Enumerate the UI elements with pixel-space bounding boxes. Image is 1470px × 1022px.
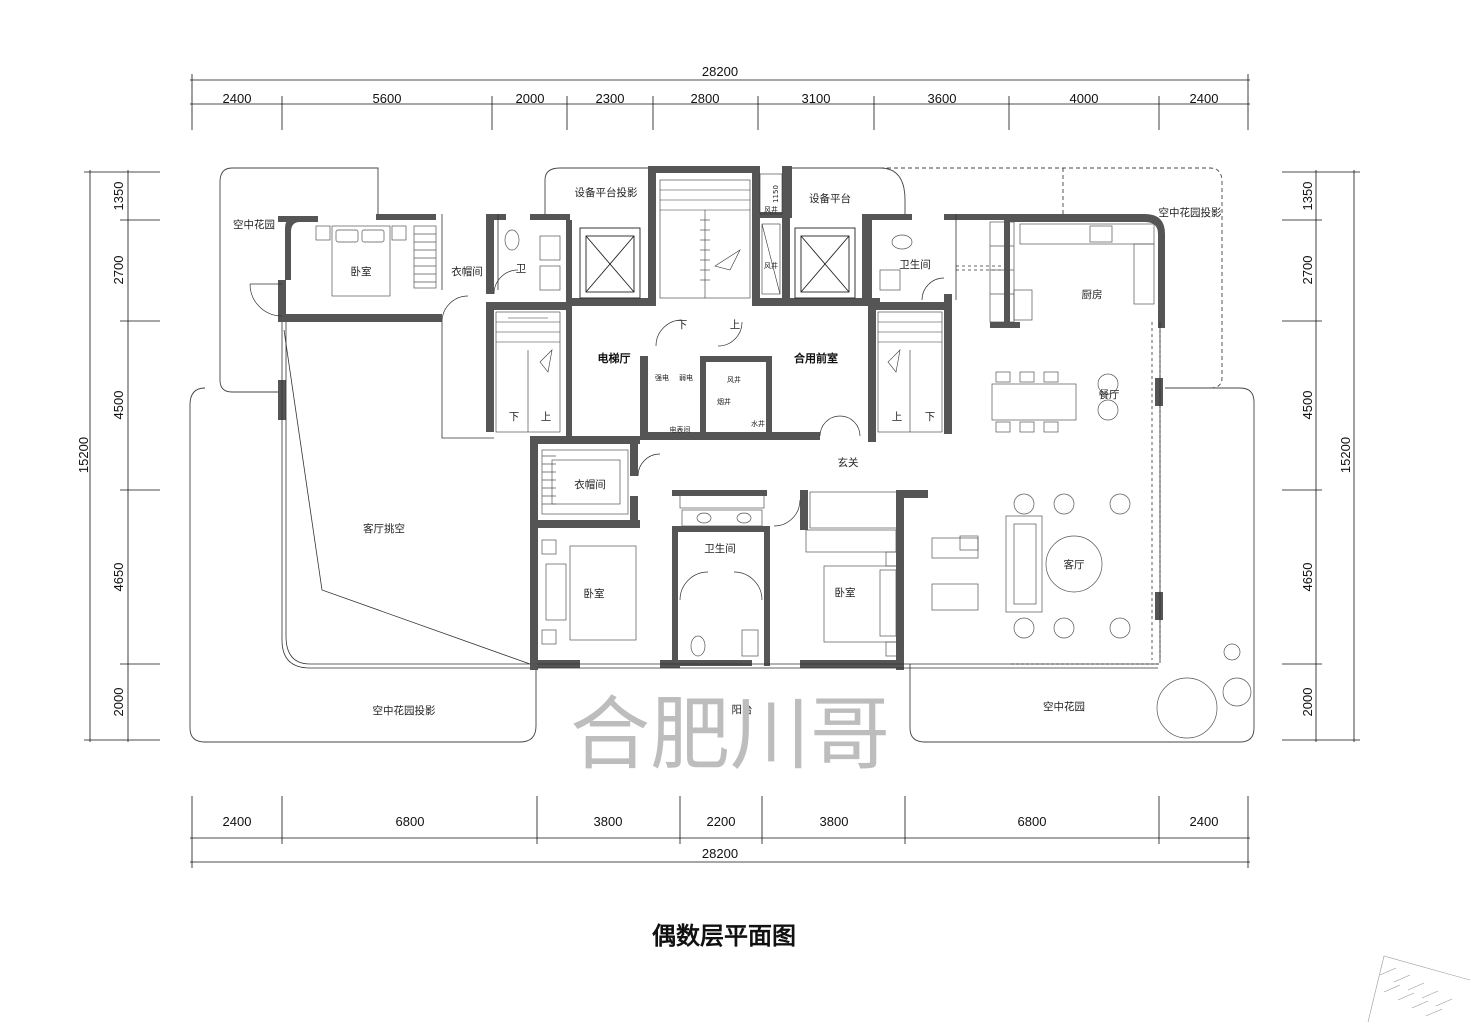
label-wc-s: 卫生间 [704, 542, 736, 555]
doors [249, 269, 945, 601]
label-water-shaft: 水井 [751, 419, 765, 428]
dim-bottom-1: 2400 [223, 814, 252, 829]
dimension-right [1282, 170, 1360, 742]
label-wc-ne: 卫生间 [899, 258, 931, 271]
label-smoke-shaft: 烟井 [717, 397, 731, 406]
label-elevator-hall: 电梯厅 [598, 351, 631, 365]
label-air-shaft-mid: 风井 [764, 261, 778, 270]
dim-bottom-2: 6800 [396, 814, 425, 829]
label-living-void: 客厅挑空 [363, 522, 405, 535]
label-strong-elec: 强电 [655, 373, 669, 382]
label-stair-down-r: 下 [925, 411, 936, 423]
label-sky-garden-nw: 空中花园 [233, 218, 275, 231]
dim-right-1: 1350 [1300, 182, 1315, 211]
watermark: 合肥川哥 [570, 688, 890, 781]
label-wc-n: 卫 [516, 263, 527, 275]
label-dining: 餐厅 [1099, 388, 1120, 401]
room-labels: 空中花园 卧室 衣帽间 卫 设备平台投影 设备平台 风井 风井 1150 空中花… [233, 185, 1222, 717]
dimension-top [190, 74, 1250, 130]
dim-bottom-7: 2400 [1190, 814, 1219, 829]
dim-top-9: 2400 [1190, 91, 1219, 106]
walls [278, 166, 1165, 670]
label-closet-s: 衣帽间 [574, 478, 606, 491]
label-weak-elec: 弱电 [679, 373, 693, 382]
dim-right-4: 4650 [1300, 563, 1315, 592]
label-shared-lobby: 合用前室 [794, 351, 838, 365]
furniture [315, 221, 1252, 739]
label-meter-room: 电表间 [670, 425, 691, 434]
elevator-left [579, 227, 641, 299]
label-stair-up-l: 上 [541, 411, 552, 423]
label-bedroom-sw: 卧室 [584, 587, 605, 600]
site-plan-thumbnail [1367, 955, 1470, 1022]
dim-top-1: 2400 [223, 91, 252, 106]
dimension-left [84, 170, 160, 742]
dim-right-3: 4500 [1300, 391, 1315, 420]
label-living: 客厅 [1064, 558, 1085, 571]
dim-bottom-total: 28200 [702, 846, 738, 861]
label-balcony: 阳台 [732, 703, 753, 716]
dim-right-2: 2700 [1300, 256, 1315, 285]
label-closet-n: 衣帽间 [451, 265, 483, 278]
dim-top-6: 3100 [802, 91, 831, 106]
label-sky-garden-proj-ne: 空中花园投影 [1159, 206, 1222, 219]
label-air-shaft-top: 风井 [764, 205, 778, 214]
label-core-down: 下 [677, 319, 688, 331]
dim-left-5: 2000 [111, 688, 126, 717]
dim-top-7: 3600 [928, 91, 957, 106]
stair-core [659, 179, 751, 299]
drawing-caption: 偶数层平面图 [652, 922, 796, 950]
dim-bottom-5: 3800 [820, 814, 849, 829]
label-equip: 设备平台 [809, 192, 851, 205]
outer-outlines [189, 167, 1255, 743]
dim-bottom-3: 3800 [594, 814, 623, 829]
label-sky-garden-se: 空中花园 [1043, 700, 1085, 713]
label-stair-up-r: 上 [892, 411, 903, 423]
elevator-right [794, 227, 856, 299]
dim-left-2: 2700 [111, 256, 126, 285]
dim-bottom-4: 2200 [707, 814, 736, 829]
dim-top-2: 5600 [373, 91, 402, 106]
dim-top-3: 2000 [516, 91, 545, 106]
label-entrance: 玄关 [838, 456, 859, 469]
dim-left-3: 4500 [111, 391, 126, 420]
dimension-bottom [190, 796, 1250, 868]
stair-right [877, 311, 943, 433]
label-bedroom-s: 卧室 [835, 586, 856, 599]
label-stair-down-l: 下 [509, 411, 520, 423]
label-bedroom-nw: 卧室 [351, 265, 372, 278]
dim-bottom-6: 6800 [1018, 814, 1047, 829]
dim-right-5: 2000 [1300, 688, 1315, 717]
label-equip-proj: 设备平台投影 [575, 186, 638, 199]
shaft-core-right [759, 173, 783, 295]
label-kitchen: 厨房 [1082, 288, 1103, 301]
label-core-up: 上 [730, 319, 741, 331]
dim-top-total: 28200 [702, 64, 738, 79]
dim-right-total: 15200 [1338, 437, 1353, 473]
dim-left-4: 4650 [111, 563, 126, 592]
stair-left [495, 311, 561, 433]
thin-lines [281, 214, 1161, 669]
dim-top-8: 4000 [1070, 91, 1099, 106]
label-air-shaft-c: 风井 [727, 375, 741, 384]
dim-top-4: 2300 [596, 91, 625, 106]
label-sky-garden-proj-s: 空中花园投影 [373, 704, 436, 717]
dim-left-total: 15200 [76, 437, 91, 473]
dim-left-1: 1350 [111, 182, 126, 211]
label-dim-1150: 1150 [772, 185, 780, 203]
dim-top-5: 2800 [691, 91, 720, 106]
